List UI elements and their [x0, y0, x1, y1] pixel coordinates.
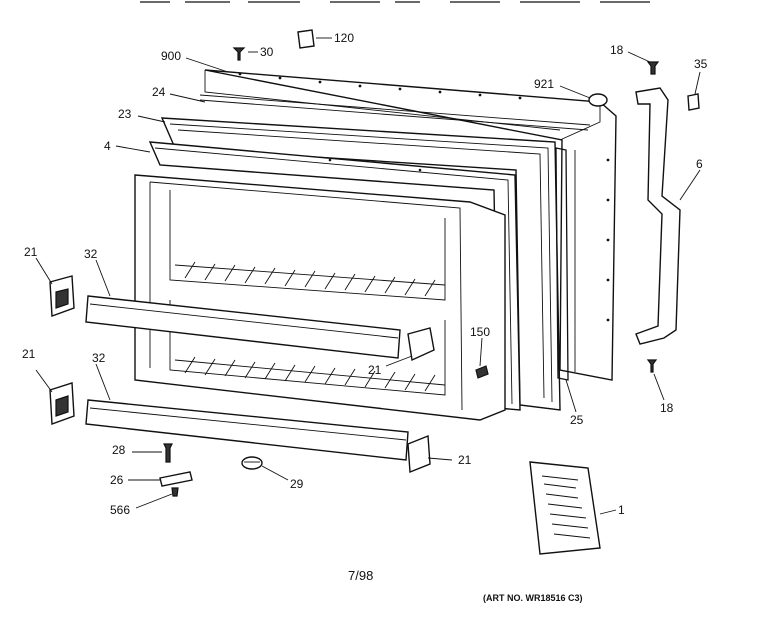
callout-28: 28 — [112, 443, 126, 457]
callout-21-left-lower: 21 — [22, 347, 36, 361]
pin-566 — [171, 487, 179, 497]
shelf-end-cap-right-lower — [407, 434, 431, 474]
callout-18-bottom: 18 — [660, 401, 674, 415]
callout-921: 921 — [534, 77, 554, 91]
callout-120: 120 — [334, 31, 354, 45]
callout-566: 566 — [110, 503, 130, 517]
callout-21-left-upper: 21 — [24, 245, 38, 259]
callout-35: 35 — [694, 57, 708, 71]
callout-24: 24 — [152, 85, 166, 99]
date-code: 7/98 — [348, 568, 373, 583]
shelf-end-cap-left-lower — [49, 382, 75, 425]
inner-liner-tub — [134, 174, 506, 421]
callout-25: 25 — [570, 413, 584, 427]
screw-28 — [163, 443, 173, 463]
art-number: (ART NO. WR18516 C3) — [483, 593, 583, 603]
lower-shelf-ribs — [174, 356, 446, 392]
callout-32-lower: 32 — [92, 351, 106, 365]
cap-35 — [687, 93, 700, 111]
callout-30: 30 — [260, 45, 274, 59]
callout-6: 6 — [696, 157, 703, 171]
callout-900: 900 — [161, 49, 181, 63]
shelf-end-cap-right-upper — [407, 327, 435, 362]
callout-18-top: 18 — [610, 43, 624, 57]
callout-21-right-lower: 21 — [458, 453, 472, 467]
callout-23: 23 — [118, 107, 132, 121]
screw-18-bottom — [646, 359, 658, 373]
callout-4: 4 — [104, 139, 111, 153]
cap-120 — [297, 29, 315, 49]
leader-lines — [35, 37, 701, 515]
callout-32-upper: 32 — [84, 247, 98, 261]
callout-21-right-upper: 21 — [368, 363, 382, 377]
screw-18-top — [646, 61, 660, 75]
callout-labels: 900 30 120 24 23 4 921 18 35 6 21 32 150… — [22, 31, 708, 517]
upper-shelf-bar — [85, 295, 401, 359]
callout-1: 1 — [618, 503, 625, 517]
callout-29: 29 — [290, 477, 304, 491]
shelf-end-cap-left-upper — [49, 275, 75, 317]
callout-26: 26 — [110, 473, 124, 487]
clip-150 — [475, 365, 489, 379]
manual-booklet — [529, 461, 601, 555]
upper-shelf-ribs — [174, 261, 446, 297]
screw-30 — [232, 47, 246, 61]
door-handle — [635, 87, 681, 345]
plug-921 — [588, 93, 608, 107]
hinge-26 — [159, 471, 193, 487]
button-29 — [241, 456, 263, 470]
lower-shelf-bar — [85, 399, 409, 461]
callout-150: 150 — [470, 325, 490, 339]
gasket-25-strip — [555, 147, 569, 381]
